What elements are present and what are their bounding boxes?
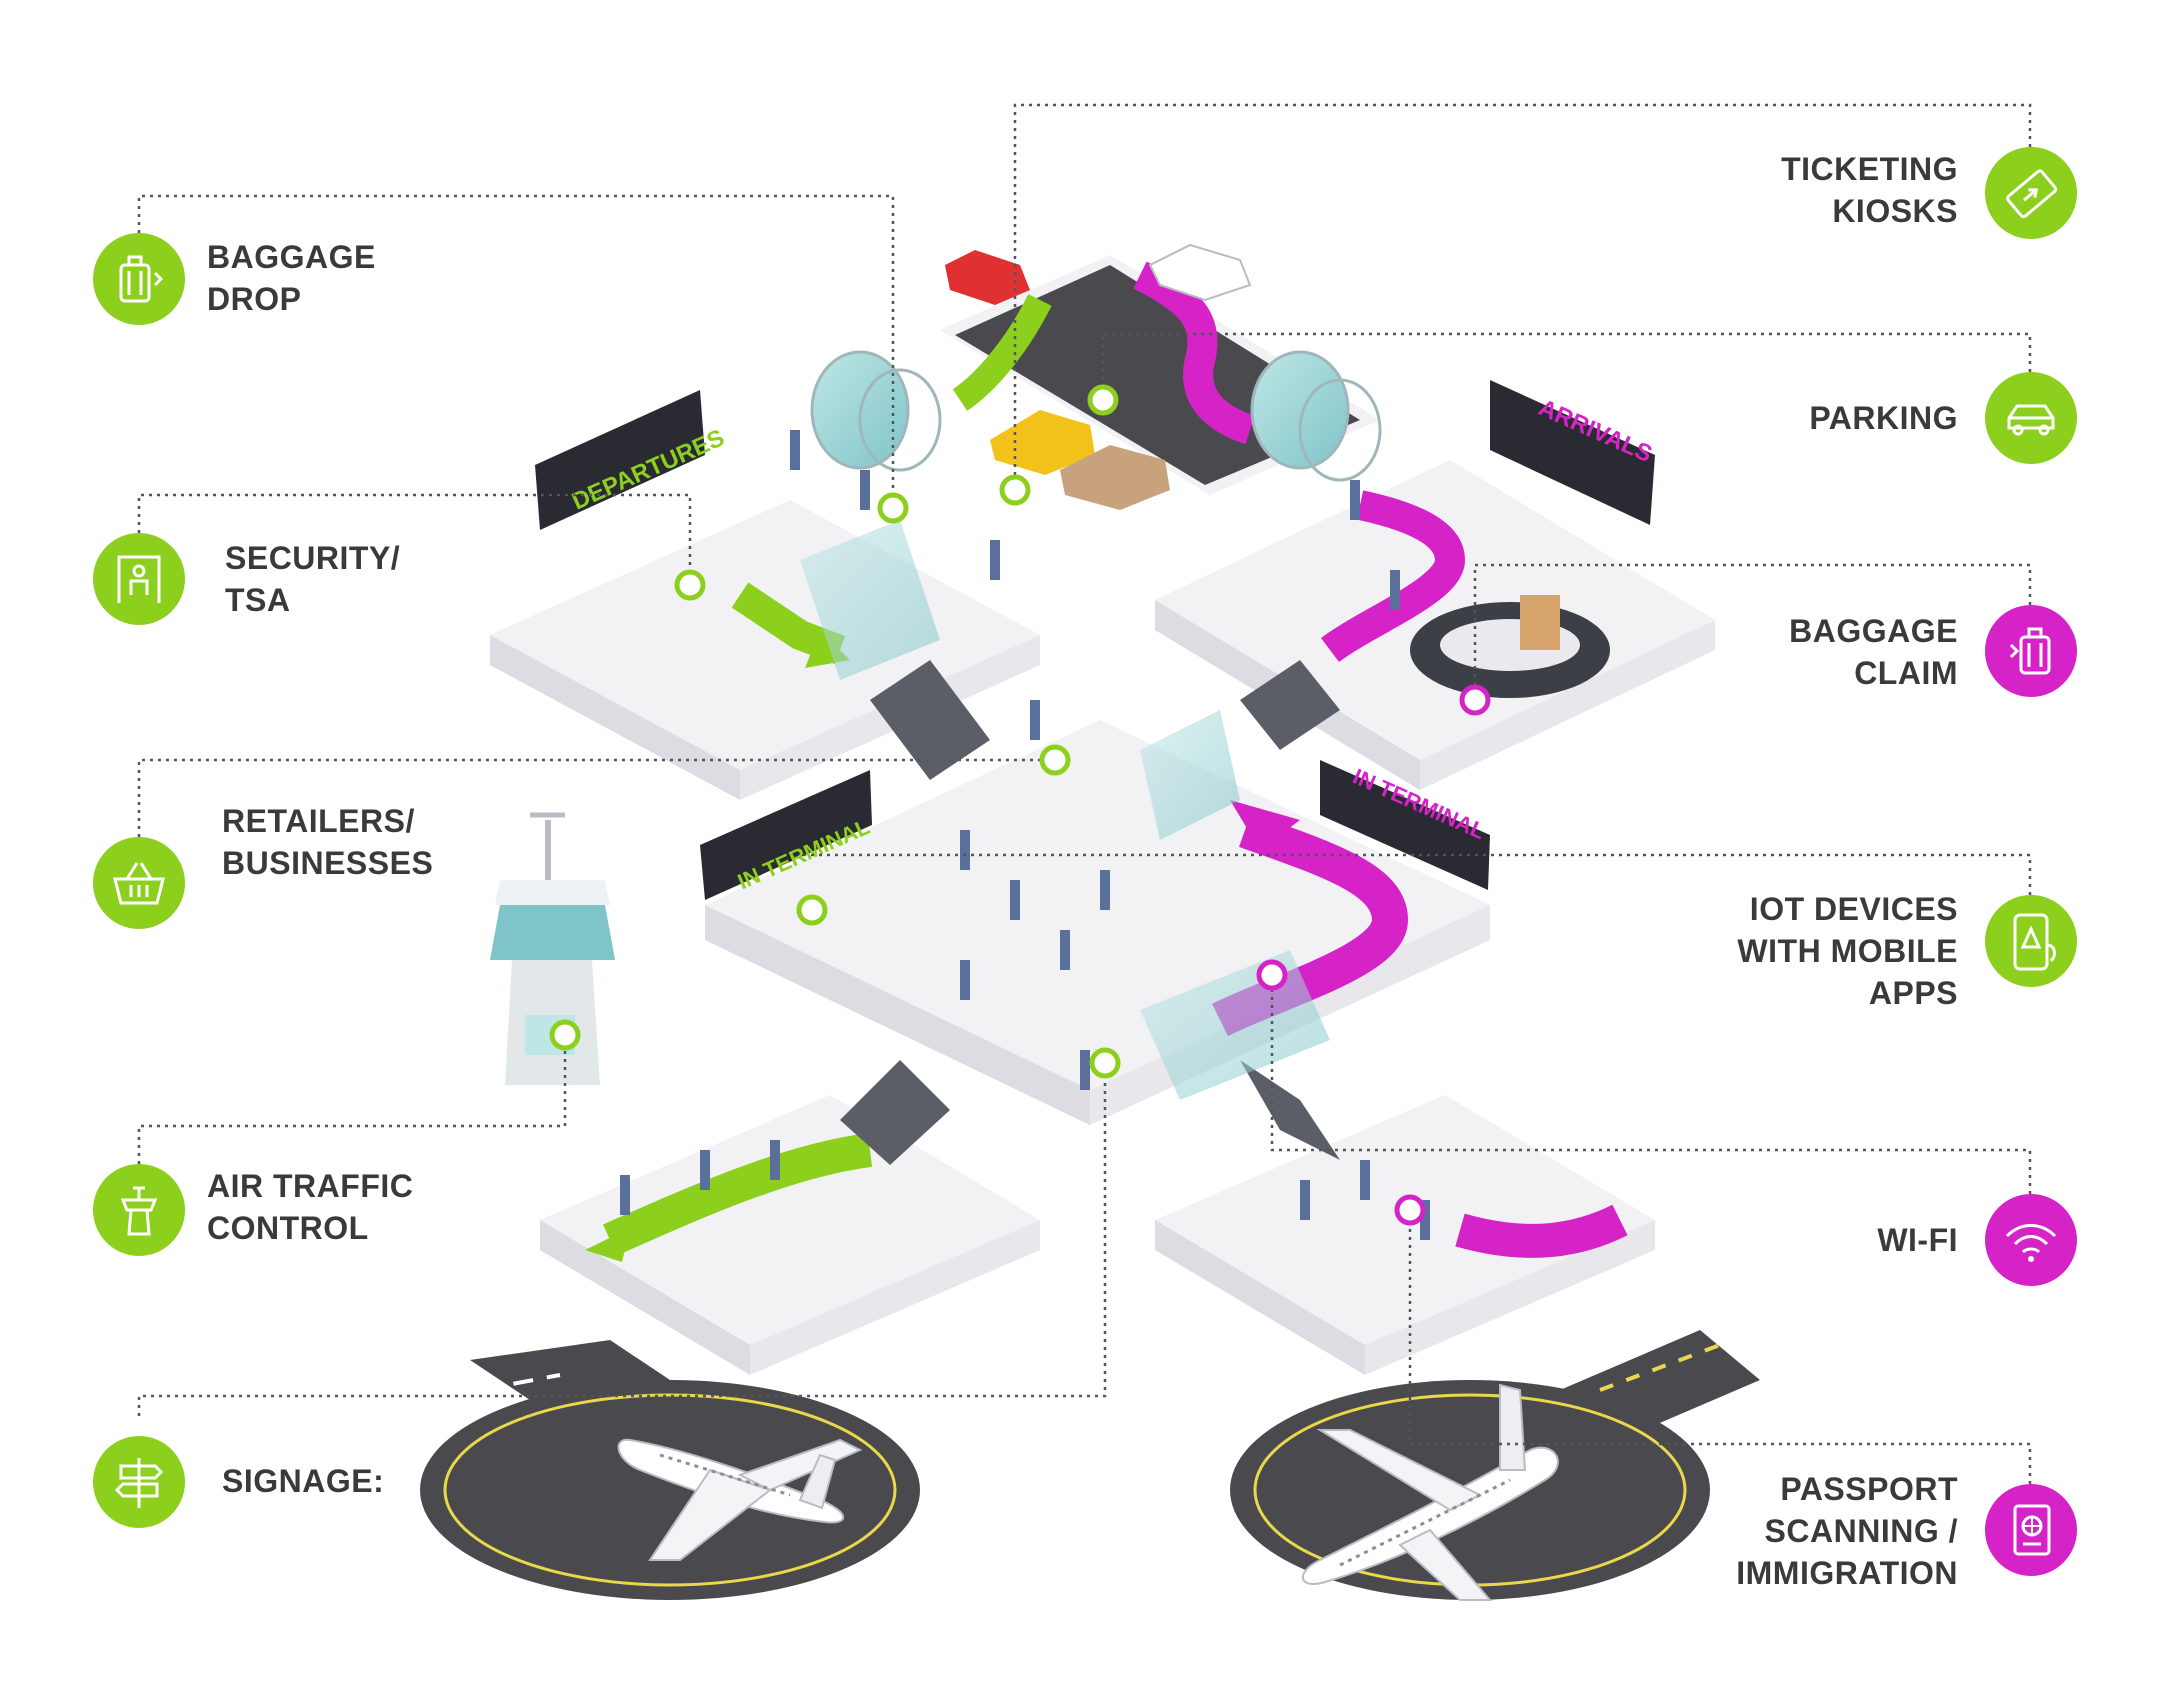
ticketing-badge bbox=[1985, 147, 2077, 239]
escalators bbox=[840, 660, 1340, 1165]
baggage-drop-line-1: BAGGAGE bbox=[207, 239, 376, 275]
iot-label: IOT DEVICES WITH MOBILE APPS bbox=[1737, 888, 1958, 1014]
suitcase-icon bbox=[1985, 605, 2077, 697]
baggage-drop-label: BAGGAGE DROP bbox=[207, 236, 376, 320]
control-tower bbox=[490, 812, 615, 1085]
glass-partitions bbox=[800, 520, 1330, 1100]
gate-left-floor bbox=[540, 1095, 1040, 1375]
ticketing-line-1: TICKETING bbox=[1781, 151, 1958, 187]
baggage-claim-label: BAGGAGE CLAIM bbox=[1789, 610, 1958, 694]
baggage-drop-badge bbox=[93, 233, 185, 325]
shopping-basket-icon bbox=[93, 837, 185, 929]
car-icon bbox=[1985, 372, 2077, 464]
baggage-claim-line-1: BAGGAGE bbox=[1789, 613, 1958, 649]
parking-line-1: PARKING bbox=[1809, 400, 1958, 436]
security-tsa-line-2: TSA bbox=[225, 582, 291, 618]
gate-right-floor bbox=[1155, 1095, 1655, 1375]
signage-line-1: SIGNAGE: bbox=[222, 1463, 385, 1499]
airplane-right bbox=[1301, 1383, 1559, 1601]
passport-line-1: PASSPORT bbox=[1780, 1471, 1958, 1507]
security-tsa-line-1: SECURITY/ bbox=[225, 540, 401, 576]
retailers-line-1: RETAILERS/ bbox=[222, 803, 415, 839]
smartphone-icon bbox=[1985, 895, 2077, 987]
security-tsa-label: SECURITY/ TSA bbox=[225, 537, 400, 621]
retailers-badge bbox=[93, 837, 185, 929]
passport-icon bbox=[1985, 1484, 2077, 1576]
iot-line-3: APPS bbox=[1868, 975, 1958, 1011]
signage-label: SIGNAGE: bbox=[222, 1460, 384, 1502]
air-traffic-line-1: AIR TRAFFIC bbox=[207, 1168, 414, 1204]
retailers-label: RETAILERS/ BUSINESSES bbox=[222, 800, 433, 884]
iot-line-1: IOT DEVICES bbox=[1749, 891, 1958, 927]
signpost-icon bbox=[93, 1436, 185, 1528]
passengers bbox=[620, 430, 1430, 1240]
passport-label: PASSPORT SCANNING / IMMIGRATION bbox=[1736, 1468, 1958, 1594]
security-scanner-icon bbox=[93, 533, 185, 625]
baggage-drop-line-2: DROP bbox=[207, 281, 302, 317]
ticketing-line-2: KIOSKS bbox=[1832, 193, 1958, 229]
security-tsa-badge bbox=[93, 533, 185, 625]
departures-board: DEPARTURES bbox=[535, 390, 728, 530]
air-traffic-line-2: CONTROL bbox=[207, 1210, 369, 1246]
wifi-label: WI-FI bbox=[1877, 1219, 1958, 1261]
air-traffic-label: AIR TRAFFIC CONTROL bbox=[207, 1165, 413, 1249]
passport-badge bbox=[1985, 1484, 2077, 1576]
wifi-badge bbox=[1985, 1194, 2077, 1286]
iot-line-2: WITH MOBILE bbox=[1737, 933, 1958, 969]
signage-badge bbox=[93, 1436, 185, 1528]
parking-label: PARKING bbox=[1809, 397, 1958, 439]
jet-bridge-right bbox=[1250, 350, 1382, 482]
left-apron bbox=[420, 1340, 920, 1600]
passport-line-2: SCANNING / bbox=[1764, 1513, 1958, 1549]
leader-lines bbox=[137, 103, 2032, 1484]
right-apron bbox=[1230, 1330, 1760, 1600]
passport-line-3: IMMIGRATION bbox=[1736, 1555, 1958, 1591]
scene-pins bbox=[549, 384, 1491, 1226]
arrivals-floor bbox=[1155, 460, 1715, 790]
parking-badge bbox=[1985, 372, 2077, 464]
baggage-claim-badge bbox=[1985, 605, 2077, 697]
retailers-line-2: BUSINESSES bbox=[222, 845, 434, 881]
wifi-line-1: WI-FI bbox=[1877, 1222, 1958, 1258]
wifi-icon bbox=[1985, 1194, 2077, 1286]
suitcase-icon bbox=[93, 233, 185, 325]
ticketing-label: TICKETING KIOSKS bbox=[1781, 148, 1958, 232]
iot-badge bbox=[1985, 895, 2077, 987]
jet-bridge-left bbox=[810, 350, 942, 472]
airplane-left bbox=[617, 1438, 863, 1561]
ticket-icon bbox=[1985, 147, 2077, 239]
air-traffic-badge bbox=[93, 1164, 185, 1256]
baggage-claim-line-2: CLAIM bbox=[1854, 655, 1958, 691]
control-tower-icon bbox=[93, 1164, 185, 1256]
